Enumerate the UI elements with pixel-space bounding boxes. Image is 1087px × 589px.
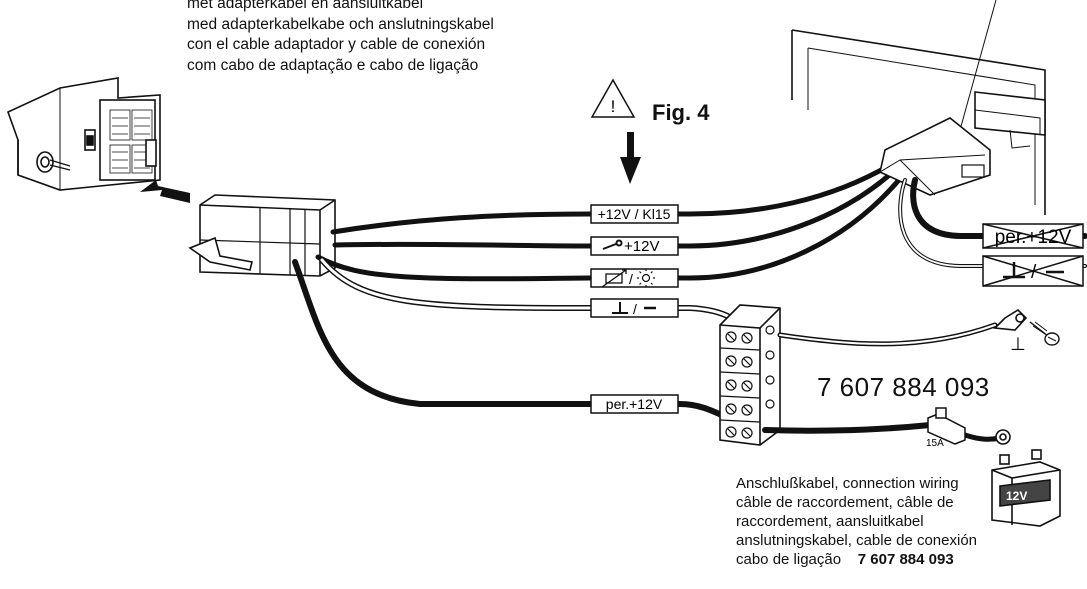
fuse-rating: 15A	[926, 438, 944, 449]
label-key-plus: +12V	[624, 238, 659, 255]
svg-text:/: /	[1031, 262, 1037, 283]
battery-icon	[991, 449, 1061, 527]
svg-text:⊥: ⊥	[1010, 334, 1026, 354]
svg-text:!: !	[611, 97, 616, 116]
caption-line: con el cable adaptador y cable de conexi…	[187, 36, 486, 53]
caption-line: raccordement, aansluitkabel	[736, 513, 924, 530]
arrow-down-icon	[620, 132, 641, 184]
sun-icon	[637, 269, 655, 287]
caption-line: Anschlußkabel, connection wiring	[736, 475, 959, 492]
radio-unit	[7, 77, 161, 191]
caption-line: com cabo de adaptação e cabo de ligação	[187, 56, 479, 74]
screw-icon	[1029, 321, 1060, 346]
caption-line-last: cabo de ligação 7 607 884 093	[736, 551, 954, 568]
svg-text:per.+12V: per.+12V	[995, 227, 1072, 248]
adapter-caption: met adapterkabel en aansluitkabel med ad…	[187, 0, 494, 76]
caption-line: met adapterkabel en aansluitkabel	[187, 0, 424, 12]
svg-text:/: /	[629, 271, 633, 287]
caption-line: med adapterkabelkabe och anslutningskabe…	[187, 15, 494, 33]
adapter-connector	[188, 194, 336, 277]
label-ignition: +12V / Kl15	[598, 206, 671, 222]
fuse-icon	[927, 407, 966, 445]
label-permanent: per.+12V	[606, 396, 663, 412]
terminal-block	[719, 304, 781, 446]
connection-part-number: 7 607 884 093	[857, 551, 954, 568]
dimmer-icon	[601, 269, 627, 288]
insert-arrow-icon	[140, 180, 190, 203]
key-icon	[602, 239, 623, 250]
crossed-label-ground	[982, 255, 1084, 287]
ring-terminal-icon	[993, 308, 1028, 331]
vehicle-harness-connector	[791, 0, 1046, 215]
crossed-label-permanent	[982, 223, 1084, 249]
part-number: 7 607 884 093	[817, 372, 990, 402]
ground-icon	[612, 302, 656, 314]
svg-text:/: /	[633, 301, 637, 317]
battery-voltage: 12V	[1006, 489, 1027, 503]
caption-line: câble de raccordement, câble de	[736, 494, 954, 511]
ground-icon	[1003, 262, 1064, 279]
warning-triangle-icon	[590, 78, 636, 118]
wire-bundle	[292, 162, 906, 421]
figure-label: Fig. 4	[652, 100, 710, 125]
connection-caption: Anschlußkabel, connection wiring câble d…	[736, 474, 977, 569]
caption-line: anslutningskabel, cable de conexión	[736, 532, 978, 549]
